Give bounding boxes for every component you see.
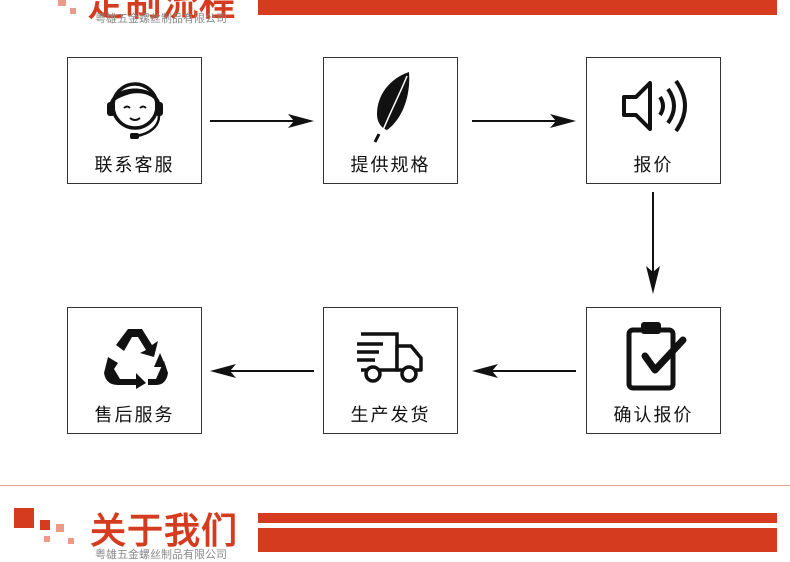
arrow-left-icon: [210, 364, 314, 378]
arrow-right-icon: [472, 114, 576, 128]
speaker-icon: [587, 66, 720, 146]
flow-step-production-shipping: 生产发货: [323, 307, 458, 434]
header-bar: [258, 0, 777, 15]
section-subtitle: 粤雄五金螺丝制品有限公司: [95, 12, 227, 25]
top-section-header: 定制流程 粤雄五金螺丝制品有限公司: [0, 0, 790, 30]
decor-square: [14, 508, 34, 528]
flow-step-specs: 提供规格: [323, 57, 458, 184]
flow-step-confirm-quote: 确认报价: [586, 307, 721, 434]
decor-square: [40, 520, 50, 530]
arrow-left-icon: [472, 364, 576, 378]
bottom-section-header: 关于我们 粤雄五金螺丝制品有限公司: [0, 500, 790, 561]
arrow-down-icon: [646, 192, 660, 294]
arrow-right-icon: [210, 114, 314, 128]
decor-square: [70, 8, 76, 14]
flow-step-label: 确认报价: [613, 405, 694, 426]
flow-step-contact: 联系客服: [67, 57, 202, 184]
clipboard-check-icon: [587, 316, 720, 396]
section-divider: [0, 485, 790, 486]
flow-step-after-sales: 售后服务: [67, 307, 202, 434]
header-bar-thick: [258, 528, 777, 552]
feather-icon: [324, 66, 457, 146]
decor-square: [56, 524, 64, 532]
flow-step-label: 联系客服: [94, 155, 175, 176]
header-bar-thin: [258, 513, 777, 523]
section-subtitle: 粤雄五金螺丝制品有限公司: [95, 548, 227, 561]
delivery-truck-icon: [324, 316, 457, 396]
flow-step-quote: 报价: [586, 57, 721, 184]
section-title: 关于我们: [90, 511, 239, 552]
decor-square: [58, 0, 66, 6]
customer-service-icon: [68, 66, 201, 146]
flow-step-label: 售后服务: [94, 405, 175, 426]
decor-square: [68, 538, 74, 544]
section-title: 定制流程: [88, 0, 237, 24]
flow-step-label: 提供规格: [350, 155, 431, 176]
decor-square: [44, 536, 50, 542]
flow-step-label: 报价: [633, 155, 674, 176]
flow-step-label: 生产发货: [350, 405, 431, 426]
recycle-icon: [68, 316, 201, 396]
